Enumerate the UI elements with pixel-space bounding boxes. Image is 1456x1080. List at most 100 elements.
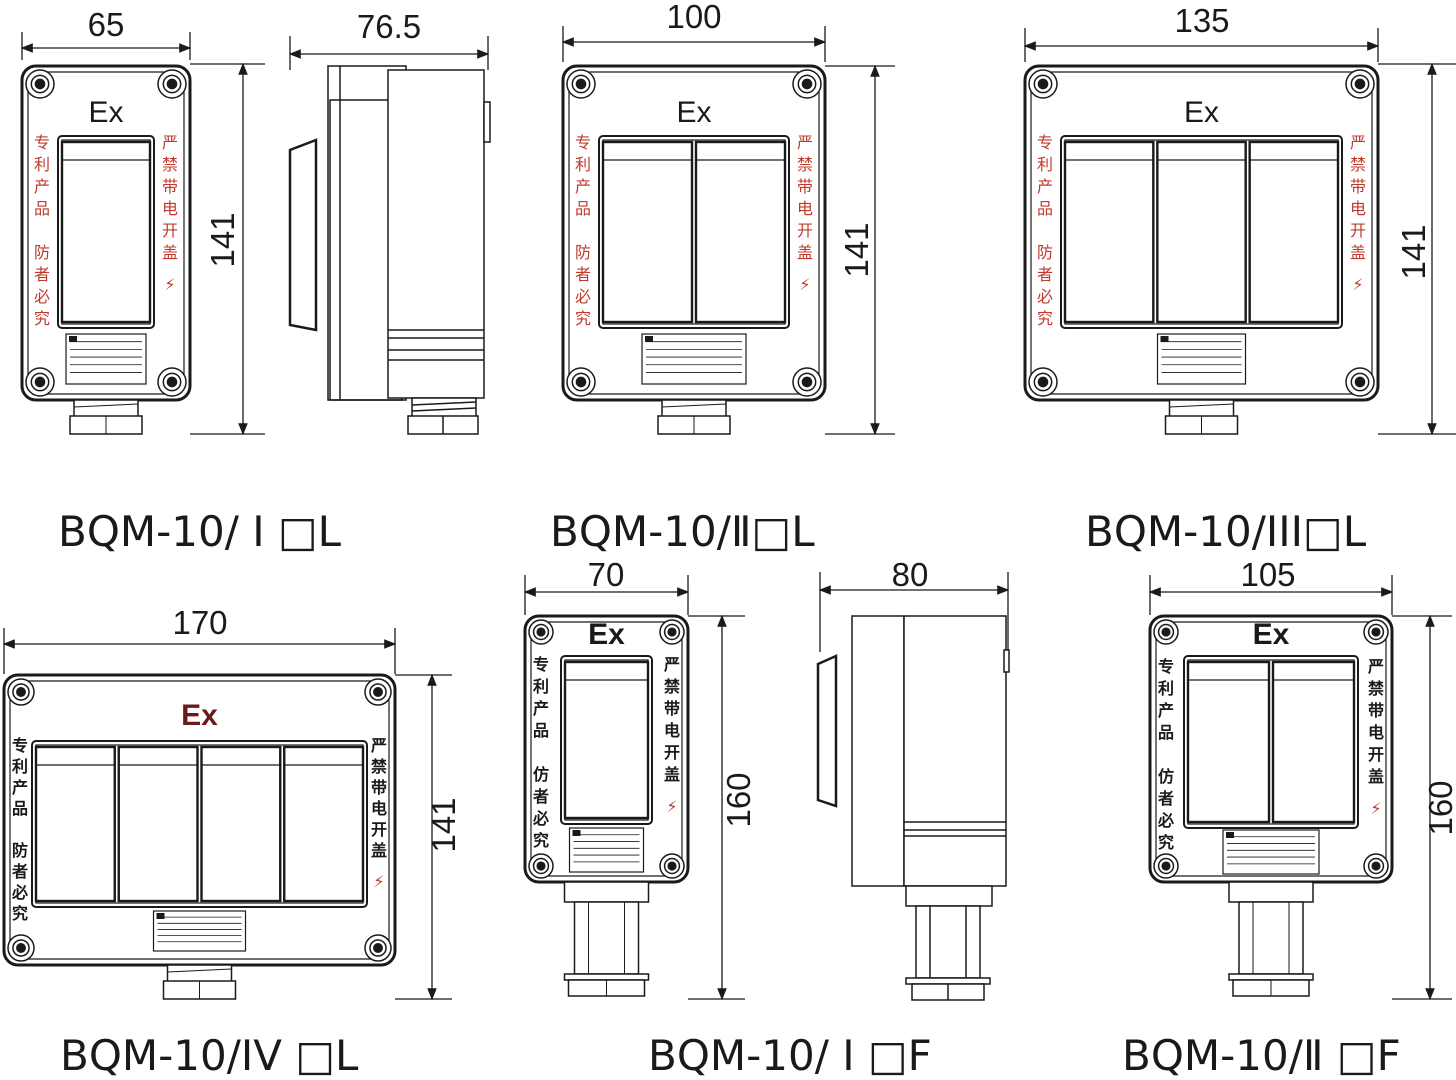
dim-d5-height: 160 [720,772,757,827]
enclosure-inner-border [1155,621,1387,877]
model-label-3: BQM-10/III□L [1085,507,1367,556]
warning-char: 利 [12,757,28,776]
warning-char: 者 [532,787,549,806]
cable-gland-washer [563,973,650,981]
dimension-labels: 65 141 76.5 100 141 135 141 170 141 70 1… [88,0,1456,853]
warning-char: 电 [1368,723,1384,742]
dim-d4-width: 170 [172,604,227,641]
warning-char: 禁 [162,155,178,174]
warning-char: 开 [1368,745,1384,764]
enclosure-inner-border [568,71,820,395]
warning-char: 严 [1350,133,1366,152]
warning-char: 盖 [1368,767,1384,786]
warning-char: 究 [575,309,591,328]
warning-char: 严 [162,133,178,152]
warning-char: 盖 [797,243,813,262]
warning-char: 必 [34,287,50,306]
cable-gland-thread [167,968,232,973]
switch-rocker [563,660,650,820]
warning-char: 带 [1368,701,1384,720]
ex-mark: Ex [1184,96,1219,129]
screw-icon [1028,69,1058,99]
switch-rocker [1186,660,1271,824]
warning-char: 究 [1158,833,1174,852]
switch-rocker [34,745,116,903]
warning-char: 产 [12,778,28,797]
cable-gland-thread [1169,403,1234,408]
dimension-lines [2,26,1456,1001]
screw-icon [792,367,822,397]
warning-char: 禁 [371,757,387,776]
screw-icon [792,69,822,99]
screw-icon [1153,853,1179,879]
warning-char: 盖 [1350,243,1366,262]
enclosure-inner-border [530,621,683,877]
lightning-icon: ⚡ [1370,799,1381,818]
warning-char: 者 [575,265,591,284]
warning-char: 必 [532,809,549,828]
cable-gland-body [573,901,640,975]
warning-char: 严 [797,133,813,152]
warning-char: 严 [663,655,680,674]
warning-char: 者 [1157,789,1174,808]
switch-rocker [1063,140,1155,324]
warning-char: 品 [34,199,50,218]
screw-icon [1345,69,1375,99]
cable-gland [563,881,650,903]
switch-rocker [694,140,787,324]
warning-char: 开 [664,743,680,762]
warning-char: 防 [575,243,591,262]
warning-char: 禁 [1368,679,1384,698]
warning-char: 产 [34,177,50,196]
warning-char: 专 [533,655,549,674]
warning-char: 盖 [664,765,680,784]
screw-icon [25,69,55,99]
warning-char: 利 [533,677,549,696]
ex-mark: Ex [1253,618,1290,651]
enclosure-inner-border [1030,71,1373,395]
warning-char: 究 [34,309,50,328]
warning-char: 利 [34,155,50,174]
warning-char: 带 [1350,177,1366,196]
warning-char: 产 [1158,701,1174,720]
switch-rocker [60,140,152,324]
cable-gland-thread [73,403,139,408]
switch-rocker [200,745,282,903]
lightning-icon: ⚡ [666,797,677,816]
warning-char: 利 [1037,155,1053,174]
warning-char: 盖 [371,841,387,860]
warning-char: 必 [1037,287,1053,306]
screw-icon [659,853,685,879]
model-label-4: BQM-10/IV □L [60,1031,359,1080]
screw-icon [1363,853,1389,879]
warning-char: 开 [162,221,178,240]
screw-icon [157,367,187,397]
switch-rocker [1248,140,1340,324]
warning-char: 严 [370,736,387,755]
nameplate-icon [1222,829,1320,875]
switch-rocker [1156,140,1247,324]
screw-icon [1153,619,1179,645]
dim-d3-height: 141 [1395,224,1432,279]
screw-icon [1345,367,1375,397]
warning-char: 仿 [1158,767,1174,786]
warning-char: 带 [162,177,178,196]
warning-char: 者 [34,265,50,284]
cable-gland-body [1238,901,1304,975]
warning-char: 专 [1158,657,1174,676]
model-label-5: BQM-10/ Ⅰ □F [648,1031,932,1080]
warning-char: 禁 [1350,155,1366,174]
warning-char: 开 [797,221,813,240]
warning-char: 品 [575,199,591,218]
